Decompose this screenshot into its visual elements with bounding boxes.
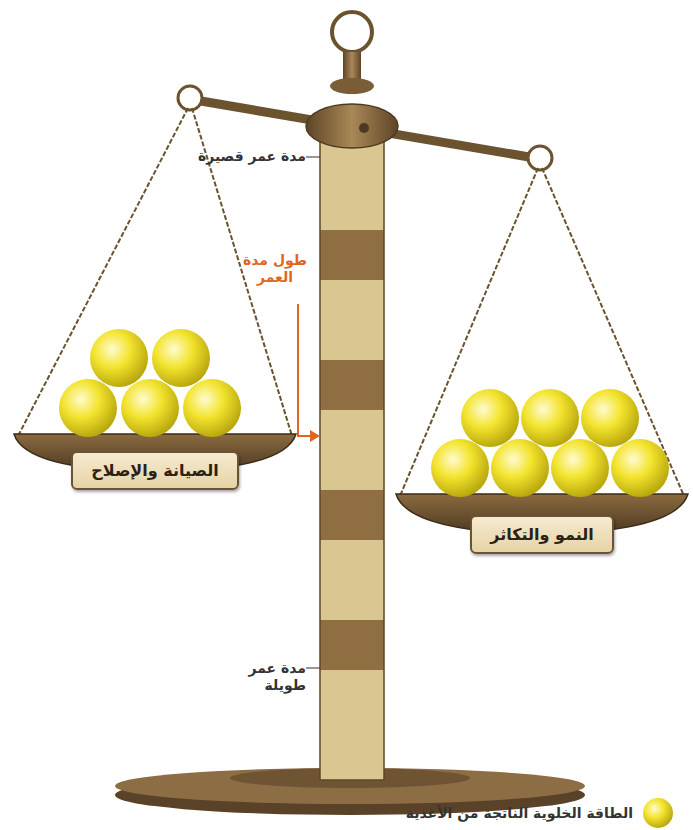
pan-label: النمو والتكاثر [490,525,594,544]
legend-ball [641,796,675,830]
energy-ball [431,389,669,497]
lifespan-arrow [298,304,312,436]
finial [330,78,374,94]
top-ring [332,12,372,52]
pivot-pin [359,123,369,133]
scale-label: مدة عمر طويلة [230,660,306,694]
lifespan-arrowhead [310,430,320,442]
beam-ring [528,146,552,170]
pan-label: الصيانة والإصلاح [91,461,219,480]
leader-line [306,668,320,669]
scale-label: مدة عمر قصيرة [198,148,306,165]
energy-ball [59,329,241,437]
scale-label: طول مدة العمر [238,252,312,286]
legend-text: الطاقة الخلوية الناتجة من الأغذية [406,805,633,821]
pan-chain [18,108,188,436]
beam-ring [178,86,202,110]
pivot-hub [306,104,398,148]
pan-plaque: الصيانة والإصلاح [71,451,239,490]
finial [343,52,361,82]
scale-pole [320,140,384,780]
leader-line [306,157,320,158]
pan-plaque: النمو والتكاثر [470,515,614,554]
legend: الطاقة الخلوية الناتجة من الأغذية [406,796,675,830]
pan-chain [542,168,684,496]
